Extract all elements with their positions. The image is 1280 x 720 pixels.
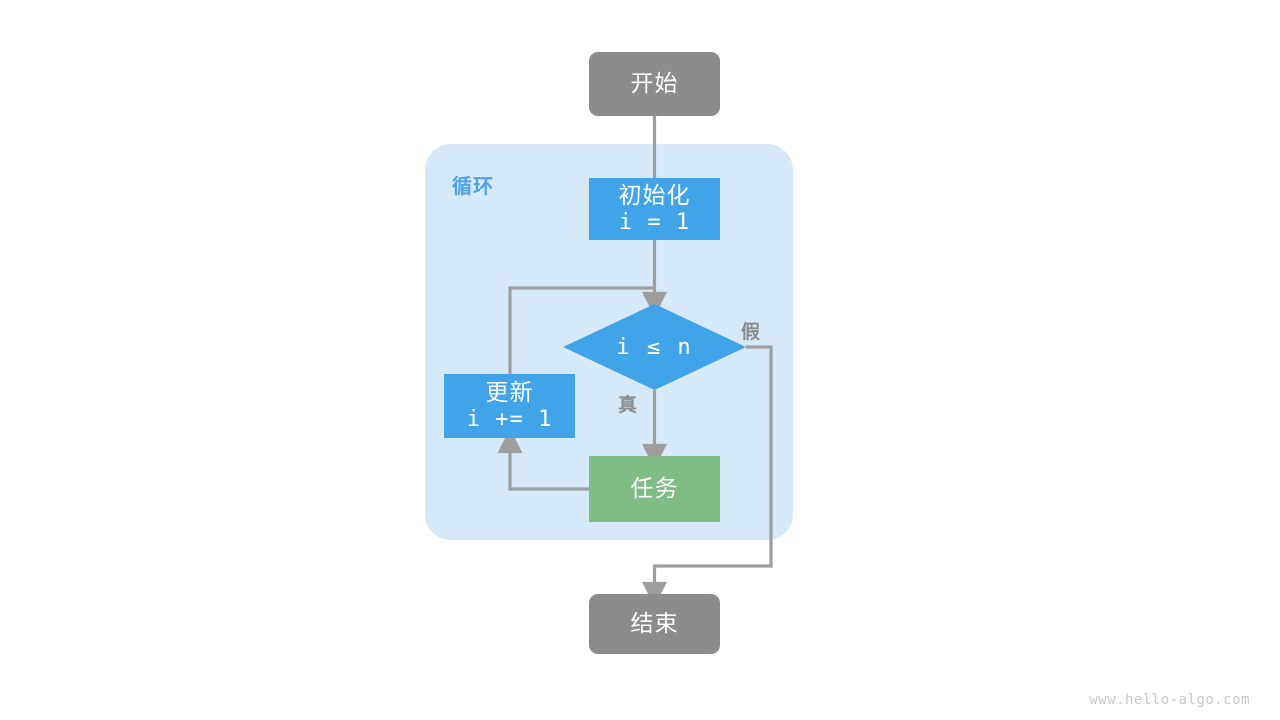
node-start[interactable]: 开始 bbox=[589, 52, 720, 116]
node-end[interactable]: 结束 bbox=[589, 594, 720, 654]
watermark: www.hello-algo.com bbox=[1089, 692, 1250, 708]
edge-task-to-update bbox=[497, 428, 589, 491]
node-update[interactable]: 更新 i += 1 bbox=[444, 374, 575, 438]
node-initialize[interactable]: 初始化 i = 1 bbox=[589, 178, 720, 240]
node-initialize-label: 初始化 bbox=[618, 182, 691, 209]
edge-update-to-condition bbox=[508, 286, 655, 374]
edge-label-false: 假 bbox=[741, 322, 761, 343]
loop-group-label: 循环 bbox=[452, 176, 494, 198]
edge-condition-to-end bbox=[642, 345, 773, 607]
node-initialize-code: i = 1 bbox=[618, 209, 691, 235]
node-task-label: 任务 bbox=[630, 475, 679, 502]
node-end-label: 结束 bbox=[630, 610, 679, 637]
node-start-label: 开始 bbox=[630, 70, 679, 97]
edge-label-true: 真 bbox=[618, 395, 638, 416]
node-task[interactable]: 任务 bbox=[589, 456, 720, 522]
condition-diamond bbox=[563, 304, 746, 390]
node-update-label: 更新 bbox=[485, 379, 534, 406]
node-update-code: i += 1 bbox=[466, 406, 553, 432]
